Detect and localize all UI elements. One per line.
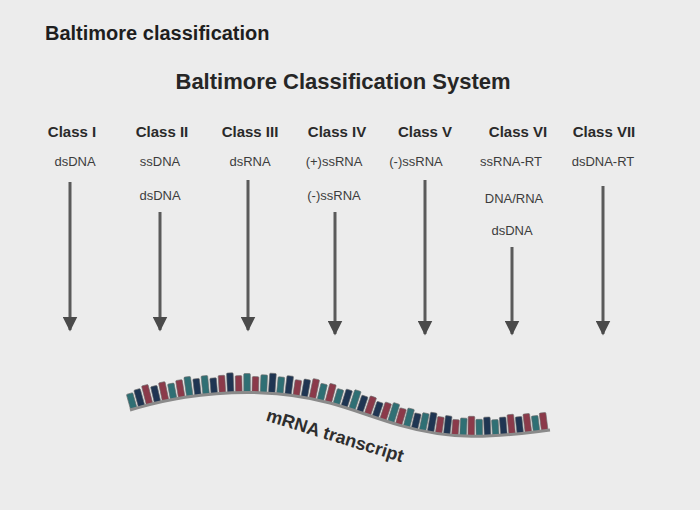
nucleotide-bar [484, 417, 491, 436]
down-arrow [247, 180, 250, 330]
nucleotide-bar [235, 376, 242, 393]
class-header: Class II [136, 123, 189, 140]
down-arrow [424, 180, 427, 334]
nucleotide-bar [523, 413, 532, 433]
nucleotide-bar [452, 419, 460, 435]
page-title: Baltimore classification [45, 22, 270, 45]
nucleotide-bar [515, 416, 523, 434]
nucleotide-bar [293, 380, 302, 397]
nucleotide-bar [268, 373, 276, 393]
nucleotide-bar [301, 379, 311, 398]
down-arrow [334, 212, 337, 334]
genome-type: ssDNA [140, 155, 180, 170]
nucleotide-bar [539, 412, 548, 431]
nucleotide-bar [210, 378, 218, 394]
class-header: Class IV [308, 123, 366, 140]
nucleotide-bar [435, 416, 444, 434]
genome-type: (+)ssRNA [306, 155, 363, 170]
nucleotide-bar [531, 415, 540, 432]
nucleotide-bar [476, 419, 483, 436]
nucleotide-bar [201, 375, 209, 395]
nucleotide-bar [443, 416, 452, 436]
nucleotide-bar [218, 375, 226, 393]
nucleotide-bar [285, 376, 294, 396]
intermediate-type: DNA/RNA [485, 192, 544, 207]
down-arrow [69, 182, 72, 330]
nucleotide-bar [260, 375, 267, 393]
class-header: Class I [48, 123, 96, 140]
nucleotide-bar [468, 416, 475, 436]
nucleotide-bar [507, 414, 515, 435]
nucleotide-bar [499, 417, 507, 435]
nucleotide-bar [460, 418, 467, 436]
nucleotide-bar [168, 383, 177, 400]
nucleotide-bar [492, 420, 500, 436]
nucleotide-bar [176, 380, 185, 399]
intermediate-type: dsDNA [139, 189, 180, 204]
intermediate-type: (-)ssRNA [307, 189, 360, 204]
class-header: Class VI [489, 123, 547, 140]
down-arrow [511, 247, 514, 334]
down-arrow [159, 212, 162, 330]
class-header: Class V [398, 123, 452, 140]
genome-type: (-)ssRNA [389, 155, 442, 170]
nucleotide-bar [184, 376, 193, 397]
down-arrow [602, 186, 605, 334]
class-header: Class VII [573, 123, 636, 140]
intermediate-type: dsDNA [491, 224, 532, 239]
diagram-heading: Baltimore Classification System [175, 69, 510, 94]
genome-type: dsDNA-RT [572, 155, 635, 170]
nucleotide-bar [277, 377, 285, 395]
genome-type: dsRNA [229, 155, 270, 170]
nucleotide-bar [193, 378, 202, 396]
nucleotide-bar [252, 377, 259, 393]
genome-type: dsDNA [54, 155, 95, 170]
class-header: Class III [222, 123, 279, 140]
nucleotide-bar [159, 382, 169, 402]
nucleotide-bar [244, 374, 251, 393]
nucleotide-bar [227, 373, 234, 393]
genome-type: ssRNA-RT [480, 155, 542, 170]
